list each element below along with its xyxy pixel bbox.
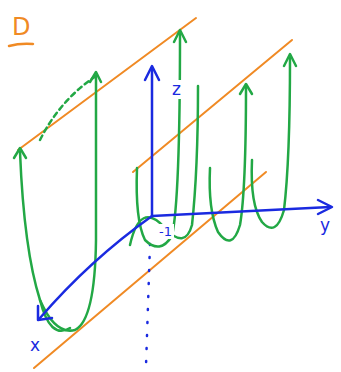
axis-label: z (170, 80, 183, 99)
trace-curve (20, 76, 96, 331)
ruling-line (133, 40, 292, 172)
trace-curve (130, 86, 198, 245)
arrowhead (284, 54, 296, 66)
ruling-line (18, 18, 196, 150)
trace-curve (210, 86, 246, 241)
ruling-line (34, 172, 266, 368)
trace-curve (40, 300, 70, 331)
trace-curve (252, 58, 290, 228)
axis-label: x (28, 336, 42, 355)
arrowhead (145, 66, 159, 80)
underline (9, 44, 33, 46)
arrowhead (318, 200, 332, 214)
arrowhead (174, 30, 186, 42)
y-axis (152, 207, 330, 216)
tick-label: -1 (157, 224, 174, 239)
trace-curve (40, 76, 96, 140)
arrowhead (14, 148, 26, 158)
z-axis (151, 68, 154, 216)
dotted-line (146, 244, 150, 366)
arrowhead (240, 84, 252, 94)
figure-letter: D (10, 14, 32, 40)
arrowhead (38, 306, 52, 320)
axis-label: y (318, 216, 332, 235)
x-axis (40, 216, 152, 318)
